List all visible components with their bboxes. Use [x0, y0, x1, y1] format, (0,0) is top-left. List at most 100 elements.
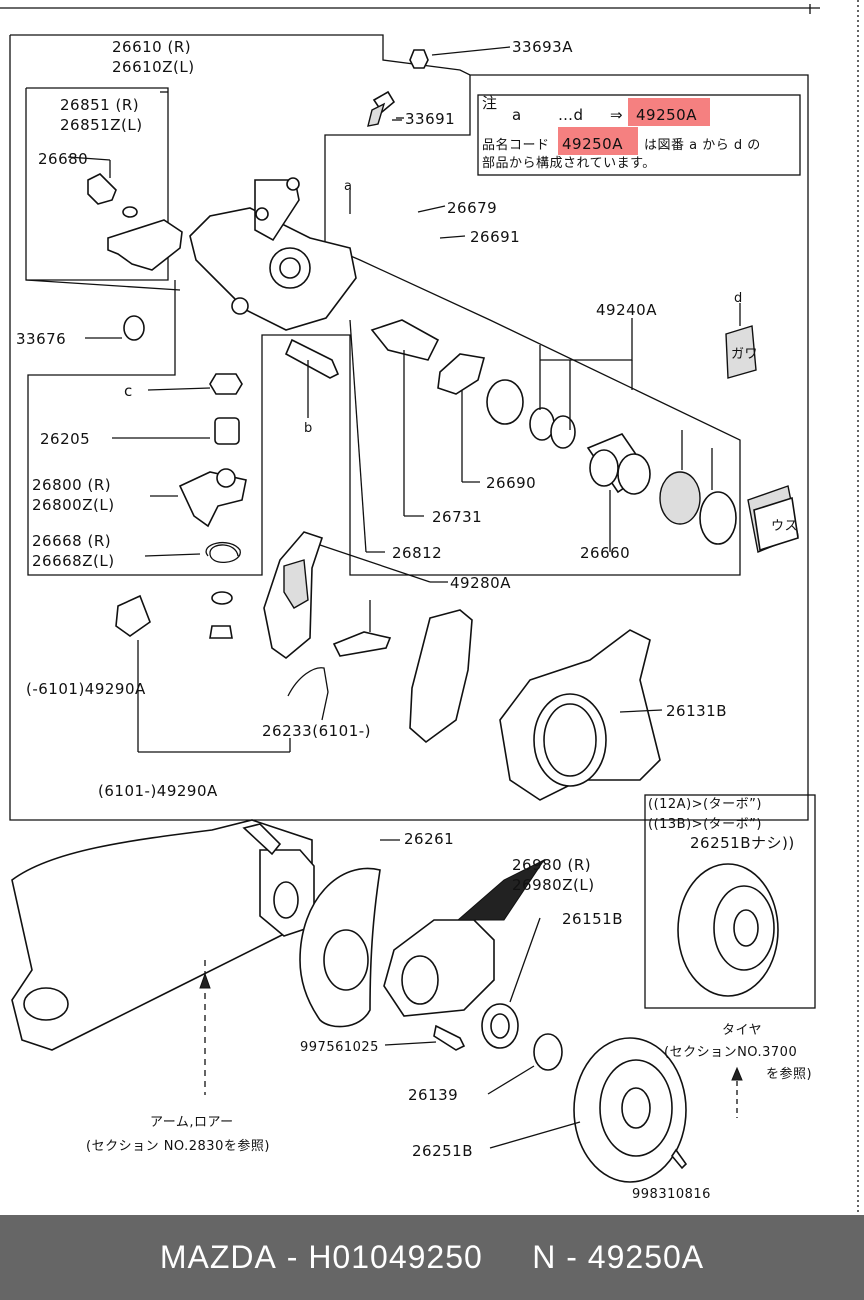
spring-26668-drawing	[144, 542, 241, 564]
label-26691: 26691	[470, 228, 520, 246]
label-33693a: 33693A	[512, 38, 573, 56]
pad-mark-d: ガワ	[731, 347, 758, 362]
note-highlight-2	[558, 127, 638, 155]
rotor-lower-drawing	[489, 1037, 743, 1183]
label-tire-2: (セクションNO.3700	[664, 1045, 797, 1060]
footer-gap	[483, 1239, 532, 1276]
label-cond-12a: ((12A)>(ターボ”)	[648, 797, 762, 812]
label-998310816: 998310816	[632, 1187, 711, 1202]
clip-ring-drawing	[211, 591, 233, 605]
note-arrow: ⇒	[610, 106, 623, 124]
rotor-option-box	[644, 794, 816, 1009]
clip-drawing	[209, 625, 233, 639]
caliper-housing-drawing	[189, 177, 357, 331]
snap-ring-26139-drawing	[533, 1033, 563, 1071]
label-26980: 26980 (R)	[512, 856, 591, 874]
bolt-997561025-drawing	[433, 1024, 466, 1051]
bracket-26851-drawing	[107, 219, 183, 271]
note-a: a	[512, 106, 522, 124]
label-49240a: 49240A	[596, 301, 657, 319]
label-26980z: 26980Z(L)	[512, 876, 595, 894]
label-26679: 26679	[447, 199, 497, 217]
lever-26800-drawing	[150, 468, 247, 528]
lower-arm-drawing	[11, 819, 315, 1095]
label-cond-13b: ((13B)>(ターボ”)	[648, 817, 762, 832]
note-line2-pre: 品名コード	[482, 137, 550, 153]
note-part-2: 49250A	[562, 135, 623, 153]
caliper-sub-outline	[25, 87, 169, 281]
part-d-drawing: ガワ	[725, 325, 758, 379]
anti-rattle-spring-drawing	[115, 594, 151, 637]
label-33676: 33676	[16, 330, 66, 348]
footer-prefix: N	[532, 1239, 557, 1275]
label-tire-3: を参照)	[766, 1066, 812, 1082]
note-dots: …d	[558, 106, 584, 124]
label-arm-1: アーム,ロアー	[150, 1115, 234, 1130]
label-997561025: 997561025	[300, 1040, 379, 1055]
spindle-drawing	[370, 319, 440, 517]
needle-bearing-drawing	[112, 417, 240, 445]
footer-sep-2: -	[556, 1239, 588, 1275]
label-26151b: 26151B	[562, 910, 623, 928]
label-arm-2: (セクション NO.2830を参照)	[86, 1138, 270, 1154]
label-26668z: 26668Z(L)	[32, 552, 115, 570]
label-26610: 26610 (R)	[112, 38, 191, 56]
guide-pin-drawing	[284, 338, 340, 418]
label-b: b	[304, 421, 313, 436]
parts-diagram: 注 a …d ⇒ 49250A 品名コード 49250A は図番 a から d …	[0, 0, 859, 1215]
brake-pad-outer-drawing	[409, 609, 473, 744]
note-label: 注	[482, 94, 498, 112]
label-26261: 26261	[404, 830, 454, 848]
label-26851: 26851 (R)	[60, 96, 139, 114]
spring-clip-drawing	[287, 667, 329, 721]
dust-boot-drawing	[659, 471, 701, 525]
label-tire-1: タイヤ	[722, 1023, 762, 1038]
shim-pack-drawing: ウス	[747, 485, 799, 553]
note-line2-post: は図番 a から d の	[644, 138, 761, 153]
label-26800: 26800 (R)	[32, 476, 111, 494]
label-26610z: 26610Z(L)	[112, 58, 195, 76]
label-26233: 26233(6101-)	[262, 722, 371, 740]
bleeder-cap-drawing	[409, 46, 511, 69]
note-part-1: 49250A	[636, 106, 697, 124]
piston-seal-drawing	[437, 353, 486, 483]
knuckle-drawing	[383, 858, 546, 1017]
snap-ring-1-drawing	[486, 379, 524, 425]
label-26668: 26668 (R)	[32, 532, 111, 550]
label-26251b: 26251B	[412, 1142, 473, 1160]
label-26851z: 26851Z(L)	[60, 116, 143, 134]
snap-ring-3-drawing	[550, 415, 576, 449]
caliper-bracket-drawing	[499, 629, 663, 801]
label-26680: 26680	[38, 150, 88, 168]
brake-pad-inner-drawing	[263, 531, 324, 660]
pad-pin-drawing	[332, 631, 392, 657]
label-26731: 26731	[432, 508, 482, 526]
label-26690: 26690	[486, 474, 536, 492]
note-line3: 部品から構成されています。	[482, 156, 656, 171]
label-26131b: 26131B	[666, 702, 727, 720]
piston-drawing	[586, 433, 651, 552]
label-33691: 33691	[405, 110, 455, 128]
dust-shield-drawing	[299, 839, 400, 1028]
label-26251b-nashi: 26251Bナシ))	[690, 834, 795, 852]
snap-ring-2-drawing	[529, 407, 555, 441]
label-49290a-old: (-6101)49290A	[26, 680, 146, 698]
note-highlight-1	[628, 98, 710, 126]
pad-mark-shim: ウス	[771, 519, 798, 534]
label-a: a	[344, 179, 352, 194]
label-26812: 26812	[392, 544, 442, 562]
footer-code: H01049250	[308, 1239, 483, 1275]
label-49280a: 49280A	[450, 574, 511, 592]
label-26660: 26660	[580, 544, 630, 562]
label-26139: 26139	[408, 1086, 458, 1104]
bolt-26680-drawing	[67, 156, 138, 218]
footer-part: 49250A	[587, 1239, 705, 1275]
footer-brand: MAZDA	[159, 1239, 277, 1275]
label-26800z: 26800Z(L)	[32, 496, 115, 514]
sleeve-33676-drawing	[85, 315, 145, 341]
note-box: 注 a …d ⇒ 49250A 品名コード 49250A は図番 a から d …	[477, 94, 801, 176]
label-d: d	[734, 291, 743, 306]
label-49290a-new: (6101-)49290A	[98, 782, 218, 800]
label-26205: 26205	[40, 430, 90, 448]
label-c: c	[124, 382, 133, 400]
